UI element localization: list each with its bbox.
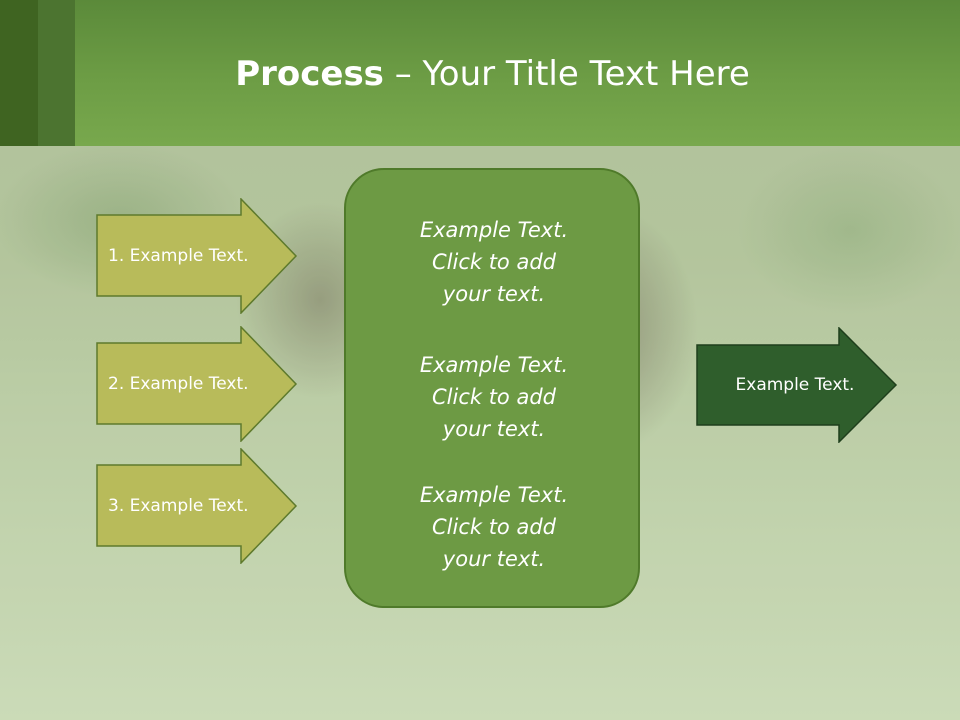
right-result-arrow[interactable]: Example Text. bbox=[696, 327, 898, 443]
paragraph-line: your text. bbox=[442, 282, 546, 306]
center-paragraph-1: Example Text. Click to add your text. bbox=[346, 214, 642, 310]
left-step-arrow-3[interactable]: 3. Example Text. bbox=[96, 448, 298, 564]
header-band: Process – Your Title Text Here bbox=[0, 0, 960, 146]
arrow-shape bbox=[96, 326, 298, 442]
paragraph-line: Example Text. bbox=[419, 353, 569, 377]
slide-title[interactable]: Process – Your Title Text Here bbox=[75, 52, 910, 96]
center-paragraph-3: Example Text. Click to add your text. bbox=[346, 479, 642, 575]
paragraph-line: Click to add bbox=[431, 515, 556, 539]
paragraph-line: your text. bbox=[442, 547, 546, 571]
title-bold: Process bbox=[235, 54, 384, 94]
header-stripe-medium bbox=[38, 0, 75, 146]
arrow-shape bbox=[96, 448, 298, 564]
left-step-label: 2. Example Text. bbox=[108, 374, 249, 394]
arrow-shape bbox=[96, 198, 298, 314]
paragraph-line: Click to add bbox=[431, 385, 556, 409]
title-rest: – Your Title Text Here bbox=[383, 54, 750, 94]
paragraph-line: your text. bbox=[442, 417, 546, 441]
left-step-label: 3. Example Text. bbox=[108, 496, 249, 516]
right-arrow-label: Example Text. bbox=[735, 375, 855, 395]
header-stripe-dark bbox=[0, 0, 38, 146]
center-text-box[interactable]: Example Text. Click to add your text. Ex… bbox=[344, 168, 640, 608]
left-step-label: 1. Example Text. bbox=[108, 246, 249, 266]
paragraph-line: Click to add bbox=[431, 250, 556, 274]
paragraph-line: Example Text. bbox=[419, 483, 569, 507]
paragraph-line: Example Text. bbox=[419, 218, 569, 242]
center-paragraph-2: Example Text. Click to add your text. bbox=[346, 349, 642, 445]
arrow-shape bbox=[696, 327, 898, 443]
left-step-arrow-2[interactable]: 2. Example Text. bbox=[96, 326, 298, 442]
left-step-arrow-1[interactable]: 1. Example Text. bbox=[96, 198, 298, 314]
